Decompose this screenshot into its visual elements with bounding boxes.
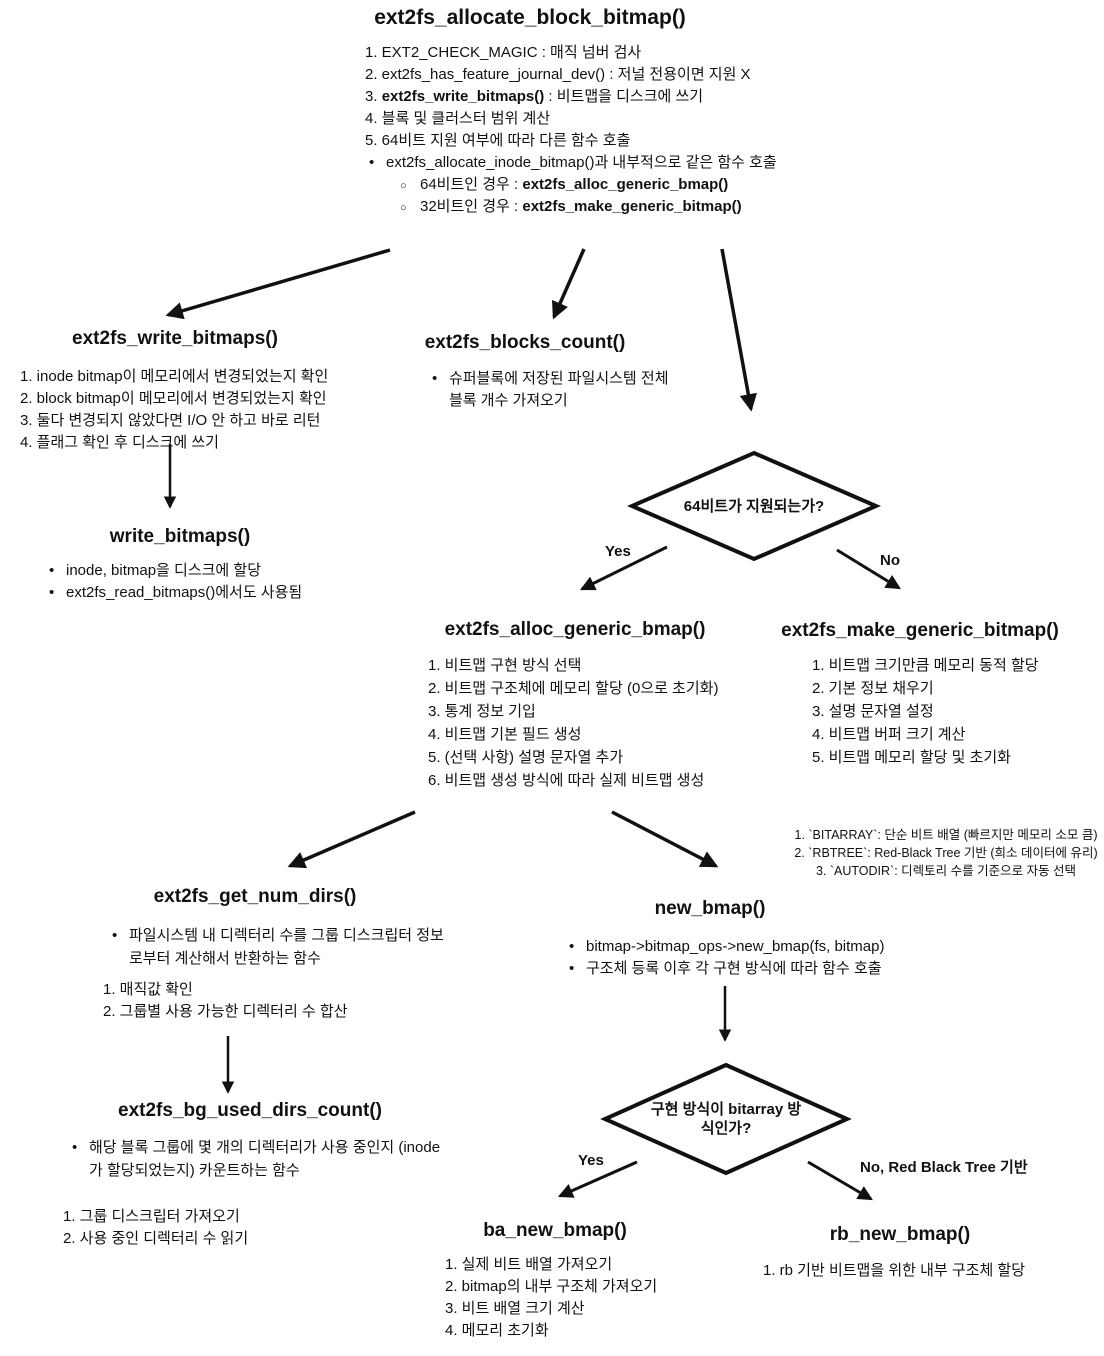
write-bitmaps-detail-list: 1. inode bitmap이 메모리에서 변경되었는지 확인 2. bloc… [20, 366, 380, 454]
list-item: 1. 실제 비트 배열 가져오기 [445, 1256, 613, 1273]
decision1-question: 64비트가 지원되는가? [683, 498, 825, 515]
node-title-ext2fs-write-bitmaps: ext2fs_write_bitmaps() [72, 328, 278, 349]
list-item: 5. 비트맵 메모리 할당 및 초기화 [812, 749, 1011, 766]
get-num-dirs-steps: 1. 매직값 확인 2. 그룹별 사용 가능한 디렉터리 수 합산 [103, 979, 433, 1023]
list-item: 1. 비트맵 구현 방식 선택 [428, 657, 582, 674]
function-name: ext2fs_alloc_generic_bmap() [522, 176, 729, 193]
list-item: ext2fs_allocate_inode_bitmap()과 내부적으로 같은… [365, 152, 795, 174]
list-item: 파일시스템 내 디렉터리 수를 그룹 디스크립터 정보로부터 계산해서 반환하는… [108, 924, 456, 970]
ba-new-bmap-detail-list: 1. 실제 비트 배열 가져오기 2. bitmap의 내부 구조체 가져오기 … [445, 1254, 745, 1342]
list-item: 해당 블록 그룹에 몇 개의 디렉터리가 사용 중인지 (inode가 할당되었… [68, 1136, 446, 1182]
list-item: 1. EXT2_CHECK_MAGIC : 매직 넘버 검사 [365, 44, 642, 61]
node-title-ba-new-bmap: ba_new_bmap() [483, 1220, 627, 1241]
connector-arrow-root-to-decision1 [720, 248, 757, 412]
make-generic-detail-list: 1. 비트맵 크기만큼 메모리 동적 할당 2. 기본 정보 채우기 3. 설명… [812, 654, 1102, 769]
list-item: 2. ext2fs_has_feature_journal_dev() : 저널… [365, 66, 751, 83]
node-title-new-bmap: new_bmap() [654, 898, 766, 919]
decision1-no-label: No [880, 552, 900, 569]
list-item: 2. 비트맵 구조체에 메모리 할당 (0으로 초기화) [428, 680, 719, 697]
new-bmap-detail-list: bitmap->bitmap_ops->new_bmap(fs, bitmap)… [565, 936, 905, 980]
list-item: 4. 비트맵 기본 필드 생성 [428, 726, 582, 743]
node-title-ext2fs-get-num-dirs: ext2fs_get_num_dirs() [153, 886, 357, 907]
decision-diamond-64bit [626, 450, 882, 562]
list-item: 구조체 등록 이후 각 구현 방식에 따라 함수 호출 [565, 958, 905, 980]
list-item: 5. (선택 사항) 설명 문자열 추가 [428, 749, 624, 766]
note-line: 1. `BITARRAY`: 단순 비트 배열 (빠르지만 메모리 소모 큼) [794, 828, 1098, 842]
rb-new-bmap-detail-list: 1. rb 기반 비트맵을 위한 내부 구조체 할당 [763, 1260, 1093, 1282]
connector-arrow-root-to-blocks-count [551, 248, 586, 320]
list-item: 2. 그룹별 사용 가능한 디렉터리 수 합산 [103, 1003, 348, 1020]
list-item-text: 32비트인 경우 : [420, 198, 523, 215]
connector-arrow-alloc-to-newbmap [611, 810, 719, 868]
list-item: 5. 64비트 지원 여부에 따라 다른 함수 호출 [365, 132, 631, 149]
list-item: 3. 설명 문자열 설정 [812, 703, 934, 720]
note-line: 3. `AUTODIR`: 디렉토리 수를 기준으로 자동 선택 [815, 864, 1077, 878]
connector-arrow-root-to-write-bitmaps [165, 248, 391, 320]
list-item: bitmap->bitmap_ops->new_bmap(fs, bitmap) [565, 936, 905, 958]
list-item: ext2fs_read_bitmaps()에서도 사용됨 [45, 582, 345, 604]
list-item: 1. rb 기반 비트맵을 위한 내부 구조체 할당 [763, 1262, 1026, 1279]
decision2-yes-label: Yes [578, 1152, 604, 1169]
decision2-question: 구현 방식이 bitarray 방식인가? [650, 1101, 802, 1137]
root-detail-list: 1. EXT2_CHECK_MAGIC : 매직 넘버 검사 2. ext2fs… [365, 42, 795, 219]
note-line: 2. `RBTREE`: Red-Black Tree 기반 (희소 데이터에 … [794, 846, 1098, 860]
node-title-ext2fs-blocks-count: ext2fs_blocks_count() [424, 332, 626, 353]
function-name: ext2fs_write_bitmaps() [381, 88, 545, 105]
list-item: 2. block bitmap이 메모리에서 변경되었는지 확인 [20, 390, 327, 407]
list-item: 32비트인 경우 : ext2fs_make_generic_bitmap() [400, 196, 795, 219]
node-title-rb-new-bmap: rb_new_bmap() [829, 1224, 971, 1245]
connector-arrow-decision2-yes [557, 1160, 638, 1198]
list-item: 2. 기본 정보 채우기 [812, 680, 934, 697]
list-item-text: 64비트인 경우 : [420, 176, 523, 193]
connector-arrow-decision1-no [836, 548, 901, 590]
function-name: ext2fs_make_generic_bitmap() [522, 198, 742, 215]
decision-diamond-bitarray [600, 1062, 852, 1176]
list-item: 2. 사용 중인 디렉터리 수 읽기 [63, 1230, 249, 1247]
get-num-dirs-desc: 파일시스템 내 디렉터리 수를 그룹 디스크립터 정보로부터 계산해서 반환하는… [108, 924, 456, 970]
node-title-ext2fs-alloc-generic-bmap: ext2fs_alloc_generic_bmap() [444, 619, 706, 640]
list-item: 4. 플래그 확인 후 디스크에 쓰기 [20, 434, 219, 451]
list-item: 4. 메모리 초기화 [445, 1322, 549, 1339]
list-item: 64비트인 경우 : ext2fs_alloc_generic_bmap() [400, 174, 795, 197]
list-item: 1. 비트맵 크기만큼 메모리 동적 할당 [812, 657, 1039, 674]
bitmap-impl-note: 1. `BITARRAY`: 단순 비트 배열 (빠르지만 메모리 소모 큼) … [788, 826, 1104, 880]
decision1-yes-label: Yes [605, 543, 631, 560]
node-title-ext2fs-bg-used-dirs-count: ext2fs_bg_used_dirs_count() [118, 1100, 382, 1121]
list-item: 4. 비트맵 버퍼 크기 계산 [812, 726, 966, 743]
list-item: 6. 비트맵 생성 방식에 따라 실제 비트맵 생성 [428, 772, 705, 789]
list-item-text: 3. [365, 88, 382, 105]
list-item: 3. 통계 정보 기입 [428, 703, 536, 720]
alloc-generic-detail-list: 1. 비트맵 구현 방식 선택 2. 비트맵 구조체에 메모리 할당 (0으로 … [428, 654, 758, 792]
list-item: 1. 매직값 확인 [103, 981, 193, 998]
list-item: 3. ext2fs_write_bitmaps() : 비트맵을 디스크에 쓰기 [365, 86, 795, 108]
list-item: 1. inode bitmap이 메모리에서 변경되었는지 확인 [20, 368, 329, 385]
blocks-count-detail-list: 슈퍼블록에 저장된 파일시스템 전체 블록 개수 가져오기 [428, 368, 673, 412]
list-item: inode, bitmap을 디스크에 할당 [45, 560, 345, 582]
decision2-no-label: No, Red Black Tree 기반 [860, 1159, 1028, 1176]
list-item: 3. 둘다 변경되지 않았다면 I/O 안 하고 바로 리턴 [20, 412, 321, 429]
list-item-text: : 비트맵을 디스크에 쓰기 [544, 88, 704, 105]
connector-arrow-alloc-to-getnumdirs [287, 810, 416, 869]
connector-arrow-decision2-no [807, 1160, 873, 1201]
write-bitmaps-low-detail-list: inode, bitmap을 디스크에 할당 ext2fs_read_bitma… [45, 560, 345, 604]
node-title-ext2fs-make-generic-bitmap: ext2fs_make_generic_bitmap() [781, 620, 1059, 641]
list-item: 4. 블록 및 클러스터 범위 계산 [365, 110, 551, 127]
list-item: 2. bitmap의 내부 구조체 가져오기 [445, 1278, 658, 1295]
bg-used-dirs-steps: 1. 그룹 디스크립터 가져오기 2. 사용 중인 디렉터리 수 읽기 [63, 1206, 393, 1250]
connector-arrow-decision1-yes [579, 545, 668, 591]
list-item: 3. 비트 배열 크기 계산 [445, 1300, 585, 1317]
list-item: 슈퍼블록에 저장된 파일시스템 전체 블록 개수 가져오기 [428, 368, 673, 412]
bg-used-dirs-desc: 해당 블록 그룹에 몇 개의 디렉터리가 사용 중인지 (inode가 할당되었… [68, 1136, 446, 1182]
list-item: 1. 그룹 디스크립터 가져오기 [63, 1208, 240, 1225]
node-title-ext2fs-allocate-block-bitmap: ext2fs_allocate_block_bitmap() [374, 6, 686, 29]
node-title-write-bitmaps-low: write_bitmaps() [109, 526, 251, 547]
